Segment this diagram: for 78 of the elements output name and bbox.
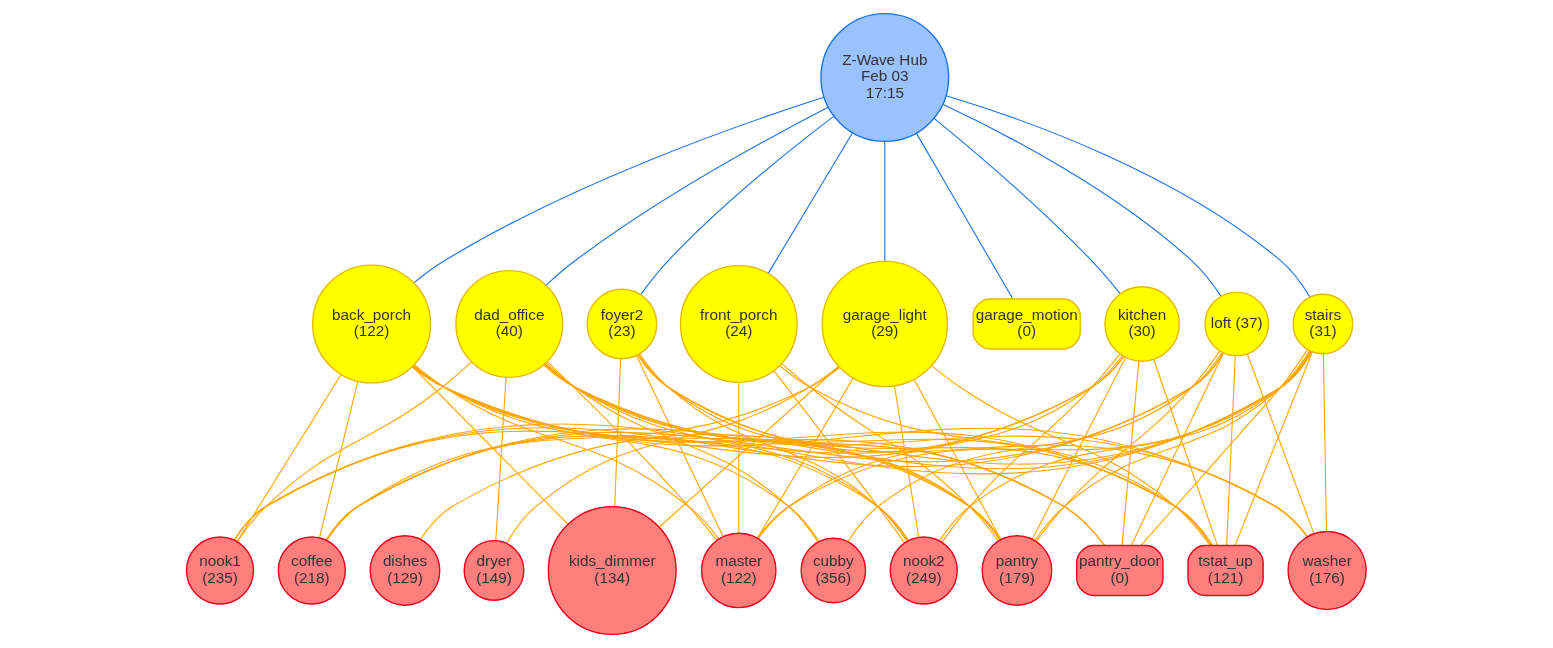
connector (236, 361, 473, 542)
connector (319, 381, 359, 539)
node-circle: dishes (129) (369, 535, 441, 606)
connector (637, 354, 1213, 546)
connector (1140, 349, 1308, 546)
node-circle: back_porch (122) (312, 264, 432, 384)
connector (773, 370, 906, 544)
connector (756, 351, 1312, 539)
connector (614, 358, 622, 508)
connector (413, 365, 820, 542)
connector (495, 376, 507, 542)
connector (412, 365, 909, 541)
connector (1033, 350, 1310, 542)
node-circle: dryer (149) (463, 540, 525, 601)
connector (893, 385, 920, 538)
node-circle: foyer2 (23) (586, 288, 658, 360)
node-box: pantry_door (0) (1076, 544, 1164, 597)
connector (546, 360, 718, 541)
connector (913, 379, 1002, 541)
connector (1121, 360, 1140, 546)
connector (939, 350, 1311, 542)
connector (638, 353, 908, 542)
connector (544, 362, 909, 542)
connector (635, 355, 724, 537)
connector (543, 364, 1105, 546)
connector (933, 117, 1121, 295)
node-circle: pantry (179) (981, 535, 1053, 606)
connector (545, 106, 829, 286)
connector (1031, 357, 1127, 540)
node-circle: front_porch (24) (679, 264, 798, 384)
connector (780, 362, 999, 542)
node-circle: cubby (356) (800, 537, 867, 604)
node-circle: nook2 (249) (889, 536, 958, 605)
connector (414, 364, 720, 540)
node-box: garage_motion (0) (972, 298, 1081, 350)
connector (942, 104, 1222, 297)
node-circle: Z-Wave Hub Feb 03 17:15 (820, 12, 950, 143)
connector (757, 355, 1123, 539)
connector (640, 115, 835, 296)
connector (1153, 359, 1218, 546)
connector (931, 365, 1211, 546)
node-circle: nook1 (235) (185, 536, 255, 605)
connector (545, 362, 819, 542)
connector (544, 363, 1001, 541)
node-circle: coffee (218) (277, 536, 346, 605)
connector (638, 354, 1001, 541)
node-circle: dad_office (40) (455, 269, 564, 379)
node-circle: garage_light (29) (821, 260, 949, 388)
connector (916, 133, 1014, 299)
node-circle: stairs (31) (1292, 293, 1354, 355)
node-box: tstat_up (121) (1187, 544, 1264, 597)
connector (884, 141, 886, 262)
connector (1226, 355, 1236, 546)
connector (778, 364, 1213, 546)
connector (543, 364, 1308, 537)
connector (1234, 351, 1313, 546)
connector (1246, 353, 1315, 534)
connector (847, 352, 1223, 542)
connector (767, 132, 853, 275)
connector (413, 96, 825, 284)
node-circle: loft (37) (1204, 291, 1270, 357)
connector (506, 366, 839, 544)
connector (1130, 352, 1224, 546)
node-circle: kitchen (30) (1104, 286, 1180, 362)
connector (326, 367, 840, 541)
connector (945, 95, 1311, 298)
connector (659, 366, 840, 528)
connector (543, 364, 1213, 546)
connector (1322, 353, 1327, 532)
connector (637, 354, 1308, 537)
node-circle: washer (176) (1287, 530, 1367, 611)
connector (738, 381, 740, 534)
connector (1035, 350, 1221, 543)
connector (941, 353, 1121, 543)
connector (412, 365, 1002, 541)
node-circle: master (122) (700, 532, 777, 609)
node-circle: kids_dimmer (134) (547, 505, 677, 636)
connector (411, 366, 569, 525)
